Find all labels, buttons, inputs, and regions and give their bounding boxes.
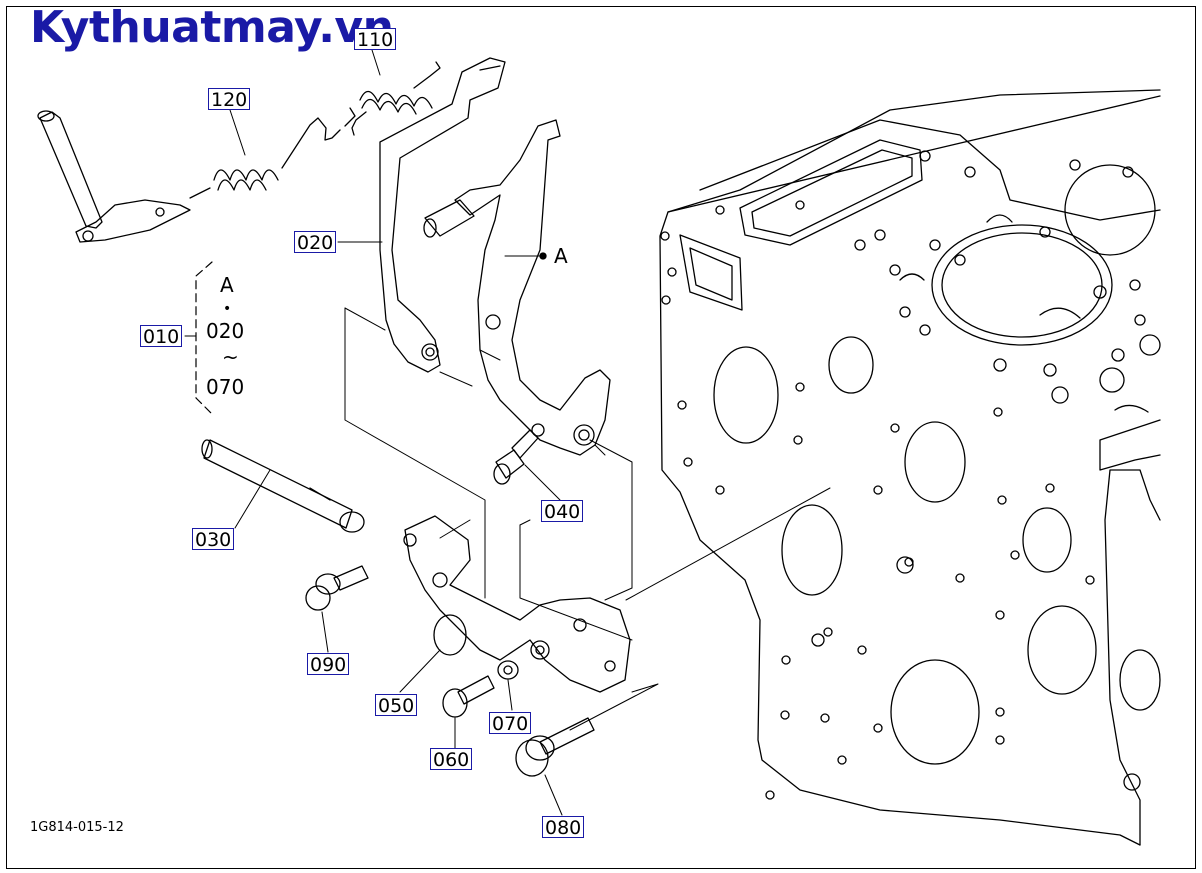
- bolt-060: [442, 675, 495, 718]
- drawing-code: 1G814-015-12: [30, 820, 124, 835]
- brand-watermark: Kythuatmay.vn: [30, 2, 394, 53]
- assembly-lines: [344, 307, 831, 731]
- callout-110[interactable]: 110: [354, 28, 397, 51]
- callout-080[interactable]: 080: [542, 816, 585, 839]
- group-line-a: A: [220, 273, 234, 297]
- callout-030[interactable]: 030: [192, 528, 235, 551]
- spring-120: [189, 117, 341, 199]
- fork-lever: [423, 119, 611, 456]
- group-line-020: 020: [206, 319, 245, 343]
- pin-030: [201, 439, 365, 533]
- group-line-tilde: ~: [222, 345, 239, 369]
- callout-010[interactable]: 010: [140, 325, 183, 348]
- callout-120[interactable]: 120: [208, 88, 251, 111]
- bolt-080: [515, 717, 595, 777]
- drawing-frame: [6, 6, 1196, 869]
- callout-070[interactable]: 070: [489, 712, 532, 735]
- washer-070: [497, 660, 519, 680]
- spring-110: [344, 61, 441, 136]
- callout-020[interactable]: 020: [294, 231, 337, 254]
- engine-block: [659, 89, 1161, 846]
- bolt-090: [305, 565, 369, 611]
- group-bracket: [195, 261, 213, 415]
- group-line-dot: •: [223, 301, 232, 317]
- callout-090[interactable]: 090: [307, 653, 350, 676]
- bolt-040: [493, 429, 539, 485]
- ref-a-label: A: [554, 244, 568, 268]
- leader-lines: [184, 49, 563, 816]
- callout-060[interactable]: 060: [430, 748, 473, 771]
- lever-020: [379, 57, 506, 373]
- callout-050[interactable]: 050: [375, 694, 418, 717]
- ref-a-dot: [539, 252, 547, 260]
- callout-040[interactable]: 040: [541, 500, 584, 523]
- lever-assembly-upper-left: [37, 110, 191, 243]
- bracket-050: [403, 515, 631, 693]
- group-line-070: 070: [206, 375, 245, 399]
- block-bolt-holes: [660, 150, 1161, 800]
